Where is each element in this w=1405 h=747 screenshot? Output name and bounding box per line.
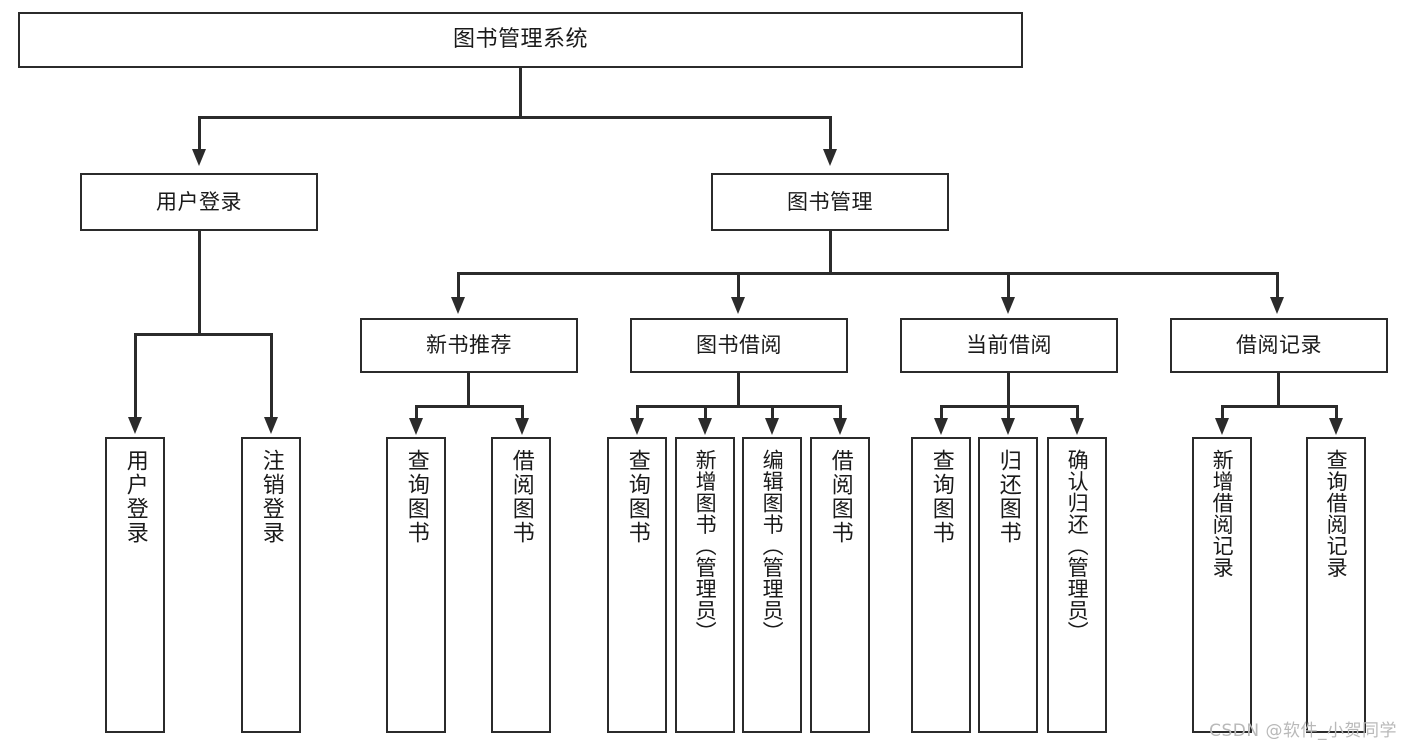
connector-to-borrow-record [1276, 272, 1279, 299]
connector-user-login-stem [198, 231, 201, 335]
connector-to-current-borrow [1007, 272, 1010, 299]
node-label: 确认归还（管理员） [1065, 449, 1090, 643]
connector-new-book-leaf-2 [521, 405, 524, 420]
connector-root-bus [198, 116, 832, 119]
node-label: 新增借阅记录 [1210, 449, 1235, 578]
leaf-confirm-return-admin[interactable]: 确认归还（管理员） [1047, 437, 1107, 733]
arrowhead-borrow-record-leaf-1 [1215, 418, 1229, 435]
arrowhead-current-borrow-leaf-3 [1070, 418, 1084, 435]
connector-root-stem [519, 68, 522, 118]
connector-new-book-leaf-1 [415, 405, 418, 420]
connector-new-book-bus [415, 405, 523, 408]
arrowhead-to-book-management [823, 149, 837, 166]
connector-current-borrow-leaf-2 [1007, 405, 1010, 420]
arrowhead-book-borrow-leaf-2 [698, 418, 712, 435]
leaf-new-book-query[interactable]: 查询图书 [386, 437, 446, 733]
node-label: 图书管理 [787, 189, 873, 214]
node-user-login[interactable]: 用户登录 [80, 173, 318, 231]
node-label: 借阅图书 [508, 449, 534, 545]
leaf-add-borrow-record[interactable]: 新增借阅记录 [1192, 437, 1252, 733]
node-book-borrow[interactable]: 图书借阅 [630, 318, 848, 373]
leaf-book-edit-admin[interactable]: 编辑图书（管理员） [742, 437, 802, 733]
connector-book-borrow-leaf-3 [771, 405, 774, 420]
connector-borrow-record-bus [1221, 405, 1338, 408]
node-label: 查询图书 [624, 449, 650, 545]
arrowhead-user-login-leaf-2 [264, 417, 278, 434]
leaf-book-borrow-action[interactable]: 借阅图书 [810, 437, 870, 733]
leaf-book-borrow-query[interactable]: 查询图书 [607, 437, 667, 733]
connector-book-borrow-leaf-1 [636, 405, 639, 420]
arrowhead-to-new-book [451, 297, 465, 314]
node-label: 编辑图书（管理员） [760, 449, 785, 643]
connector-book-management-bus [457, 272, 1279, 275]
connector-book-borrow-leaf-2 [704, 405, 707, 420]
arrowhead-borrow-record-leaf-2 [1329, 418, 1343, 435]
connector-borrow-record-leaf-1 [1221, 405, 1224, 420]
node-label: 新增图书（管理员） [693, 449, 718, 643]
node-label: 当前借阅 [966, 333, 1052, 358]
leaf-book-add-admin[interactable]: 新增图书（管理员） [675, 437, 735, 733]
node-label: 用户登录 [156, 189, 242, 214]
leaf-return-book[interactable]: 归还图书 [978, 437, 1038, 733]
connector-new-book-stem [467, 373, 470, 407]
connector-borrow-record-stem [1277, 373, 1280, 407]
leaf-user-login[interactable]: 用户登录 [105, 437, 165, 733]
connector-user-login-leaf-2 [270, 333, 273, 419]
node-label: 借阅图书 [827, 449, 853, 545]
connector-user-login-leaf-1 [134, 333, 137, 419]
connector-current-borrow-leaf-3 [1076, 405, 1079, 420]
node-label: 查询图书 [403, 449, 429, 545]
node-label: 用户登录 [122, 449, 148, 545]
arrowhead-new-book-leaf-1 [409, 418, 423, 435]
arrowhead-to-user-login [192, 149, 206, 166]
connector-current-borrow-leaf-1 [940, 405, 943, 420]
arrowhead-to-book-borrow [731, 297, 745, 314]
node-label: 查询借阅记录 [1324, 449, 1349, 578]
leaf-query-borrow-record[interactable]: 查询借阅记录 [1306, 437, 1366, 733]
node-root-book-management-system[interactable]: 图书管理系统 [18, 12, 1023, 68]
connector-book-management-stem [829, 231, 832, 274]
leaf-user-logout[interactable]: 注销登录 [241, 437, 301, 733]
leaf-current-borrow-query[interactable]: 查询图书 [911, 437, 971, 733]
arrowhead-book-borrow-leaf-4 [833, 418, 847, 435]
connector-current-borrow-stem [1007, 373, 1010, 407]
connector-borrow-record-leaf-2 [1335, 405, 1338, 420]
node-label: 图书管理系统 [452, 27, 588, 53]
connector-root-to-book-management [829, 116, 832, 151]
node-label: 图书借阅 [696, 333, 782, 358]
connector-book-borrow-bus [636, 405, 841, 408]
arrowhead-current-borrow-leaf-1 [934, 418, 948, 435]
connector-to-book-borrow [737, 272, 740, 299]
node-label: 借阅记录 [1236, 333, 1322, 358]
node-label: 注销登录 [258, 449, 284, 545]
arrowhead-book-borrow-leaf-1 [630, 418, 644, 435]
node-book-management[interactable]: 图书管理 [711, 173, 949, 231]
connector-to-new-book [457, 272, 460, 299]
arrowhead-current-borrow-leaf-2 [1001, 418, 1015, 435]
connector-root-to-user-login [198, 116, 201, 151]
node-label: 归还图书 [995, 449, 1021, 545]
node-borrow-record[interactable]: 借阅记录 [1170, 318, 1388, 373]
arrowhead-new-book-leaf-2 [515, 418, 529, 435]
arrowhead-to-borrow-record [1270, 297, 1284, 314]
arrowhead-to-current-borrow [1001, 297, 1015, 314]
connector-book-borrow-stem [737, 373, 740, 407]
arrowhead-book-borrow-leaf-3 [765, 418, 779, 435]
node-new-book-recommend[interactable]: 新书推荐 [360, 318, 578, 373]
connector-book-borrow-leaf-4 [839, 405, 842, 420]
connector-user-login-bus [134, 333, 272, 336]
node-current-borrow[interactable]: 当前借阅 [900, 318, 1118, 373]
arrowhead-user-login-leaf-1 [128, 417, 142, 434]
node-label: 查询图书 [928, 449, 954, 545]
leaf-new-book-borrow[interactable]: 借阅图书 [491, 437, 551, 733]
node-label: 新书推荐 [426, 333, 512, 358]
